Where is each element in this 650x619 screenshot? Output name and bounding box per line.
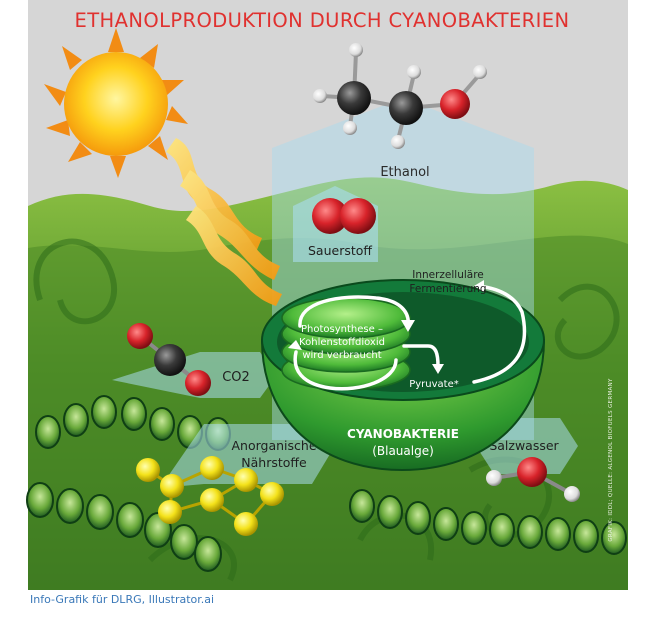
- photosynthesis-label-line-2: Kohlenstoffdioxid: [299, 337, 385, 348]
- sun-rays: [166, 138, 282, 306]
- oxygen-molecule-icon: [312, 198, 376, 234]
- side-credit: GRAFIK: IDDL; QUELLE: ALGENOL BIOFUELS G…: [608, 378, 614, 542]
- ethanol-molecule-icon: [313, 43, 487, 149]
- photosynthesis-cycle-arrows: [293, 284, 527, 391]
- footer-credit: Info-Grafik für DLRG, Illustrator.ai: [30, 593, 214, 606]
- blue-algae-label: (Blaualge): [372, 444, 434, 458]
- co2-molecule-icon: [127, 323, 211, 396]
- page-title: ETHANOLPRODUKTION DURCH CYANOBAKTERIEN: [75, 9, 570, 32]
- nutrient-molecule-icon: [136, 456, 284, 536]
- nutrients-label-line-2: Nährstoffe: [241, 455, 307, 470]
- cell-filament-right: [349, 489, 627, 555]
- fermentation-label-line-2: Fermentierung: [409, 283, 486, 295]
- pyruvate-label: Pyruvate*: [409, 379, 459, 390]
- photosynthesis-label-line-3: wird verbraucht: [302, 350, 381, 361]
- photosynthesis-label-line-1: Photosynthese –: [301, 324, 383, 335]
- cyanobacterium-label: CYANOBAKTERIE: [347, 427, 459, 441]
- fermentation-label-line-1: Innerzelluläre: [412, 269, 484, 281]
- nutrients-label-line-1: Anorganische: [231, 438, 316, 453]
- saltwater-label: Salzwasser: [489, 438, 559, 453]
- oxygen-label: Sauerstoff: [308, 243, 372, 258]
- ethanol-label: Ethanol: [380, 165, 429, 180]
- co2-label: CO2: [222, 370, 250, 385]
- water-molecule-icon: [486, 457, 580, 502]
- cycle-arrowheads: [288, 280, 484, 374]
- sun-icon: [44, 28, 188, 178]
- cell-filament-bottom-left: [26, 482, 222, 572]
